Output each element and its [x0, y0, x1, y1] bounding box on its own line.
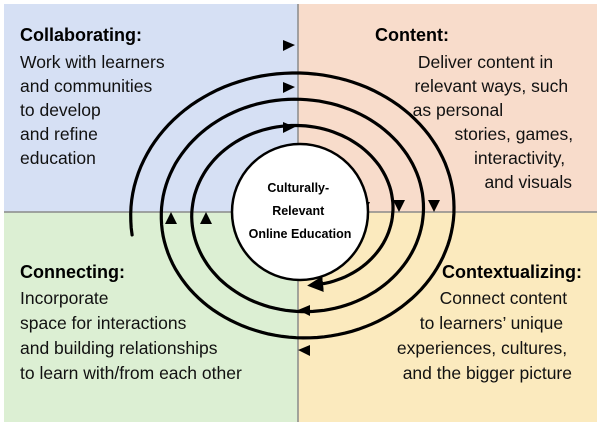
content-text: Deliver content in relevant ways, such a…: [413, 52, 578, 192]
connecting-text: Incorporate space for interactions and b…: [20, 288, 242, 383]
content-line: and visuals: [484, 172, 572, 192]
collaborating-line: to develop: [20, 100, 101, 120]
connecting-line: Incorporate: [20, 288, 109, 308]
contextualizing-line: and the bigger picture: [403, 363, 572, 383]
center-circle: [230, 142, 370, 282]
contextualizing-line: to learners’ unique: [420, 313, 563, 333]
connecting-line: and building relationships: [20, 338, 218, 358]
arrowhead-icon: [428, 200, 440, 212]
content-line: Deliver content in: [418, 52, 553, 72]
arrowhead-icon: [200, 212, 212, 224]
collaborating-title: Collaborating:: [20, 25, 142, 45]
contextualizing-text: Connect content to learners’ unique expe…: [397, 288, 572, 383]
contextualizing-line: Connect content: [440, 288, 568, 308]
content-line: relevant ways, such: [414, 76, 568, 96]
contextualizing-title: Contextualizing:: [442, 262, 582, 282]
collaborating-line: Work with learners: [20, 52, 165, 72]
center-line: Culturally-: [267, 181, 329, 195]
content-line: stories, games,: [454, 124, 573, 144]
arrowhead-icon: [298, 345, 310, 356]
connecting-line: to learn with/from each other: [20, 363, 242, 383]
content-line: as personal: [413, 100, 503, 120]
content-line: interactivity,: [474, 148, 565, 168]
collaborating-line: education: [20, 148, 96, 168]
center-line: Relevant: [272, 204, 325, 218]
connecting-title: Connecting:: [20, 262, 125, 282]
arrowhead-icon: [165, 212, 177, 224]
arrowhead-icon: [393, 200, 405, 212]
contextualizing-line: experiences, cultures,: [397, 338, 567, 358]
arrowhead-icon: [283, 40, 295, 51]
collaborating-line: and refine: [20, 124, 98, 144]
collaborating-line: and communities: [20, 76, 153, 96]
arrowhead-icon: [283, 82, 295, 93]
arrowhead-icon: [298, 305, 310, 316]
center-line: Online Education: [249, 227, 352, 241]
connecting-line: space for interactions: [20, 313, 187, 333]
content-title: Content:: [375, 25, 449, 45]
collaborating-text: Work with learners and communities to de…: [20, 52, 169, 168]
arrowhead-icon: [283, 122, 295, 133]
center-label: Culturally- Relevant Online Education: [249, 181, 352, 241]
